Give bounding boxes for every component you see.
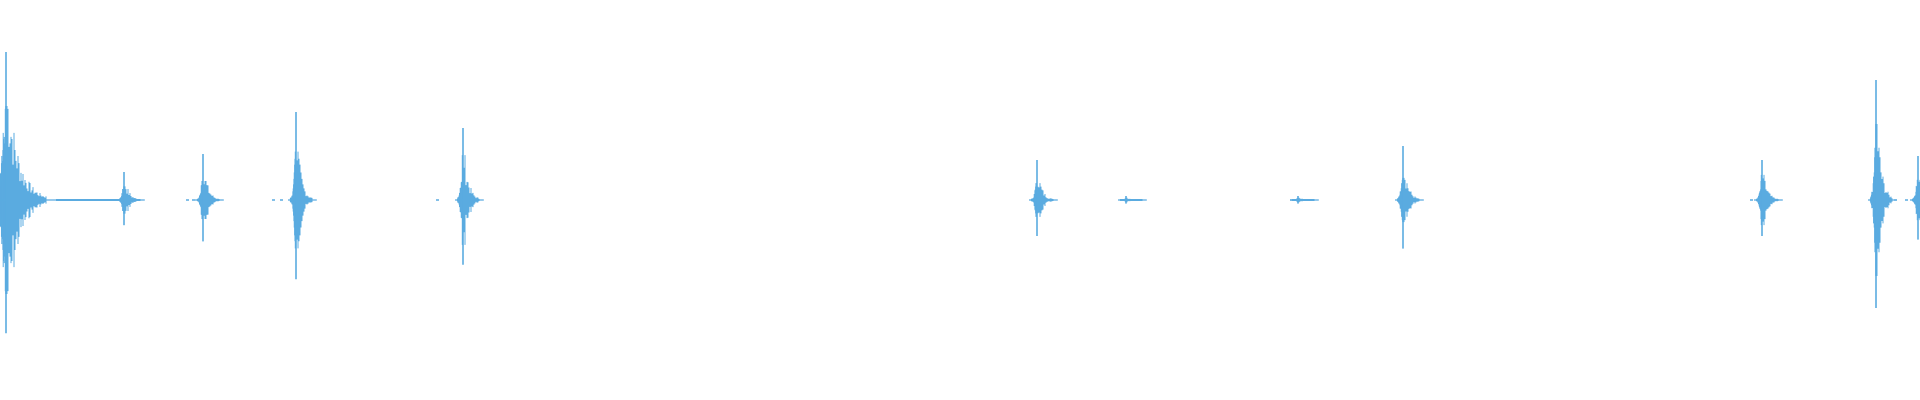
sound-event-11 (1868, 80, 1897, 308)
sound-event-3 (195, 154, 224, 242)
sound-event-12 (1910, 156, 1920, 240)
sound-event-10 (1754, 160, 1783, 236)
sound-events (0, 52, 1920, 334)
sound-event-5 (455, 128, 484, 265)
sound-event-9 (1395, 146, 1424, 249)
sound-event-2 (116, 172, 145, 226)
sound-event-7 (1118, 196, 1147, 204)
sound-event-1 (0, 52, 58, 334)
sound-event-6 (1029, 160, 1058, 236)
sound-event-8 (1290, 196, 1319, 204)
sound-event-4 (288, 112, 317, 280)
